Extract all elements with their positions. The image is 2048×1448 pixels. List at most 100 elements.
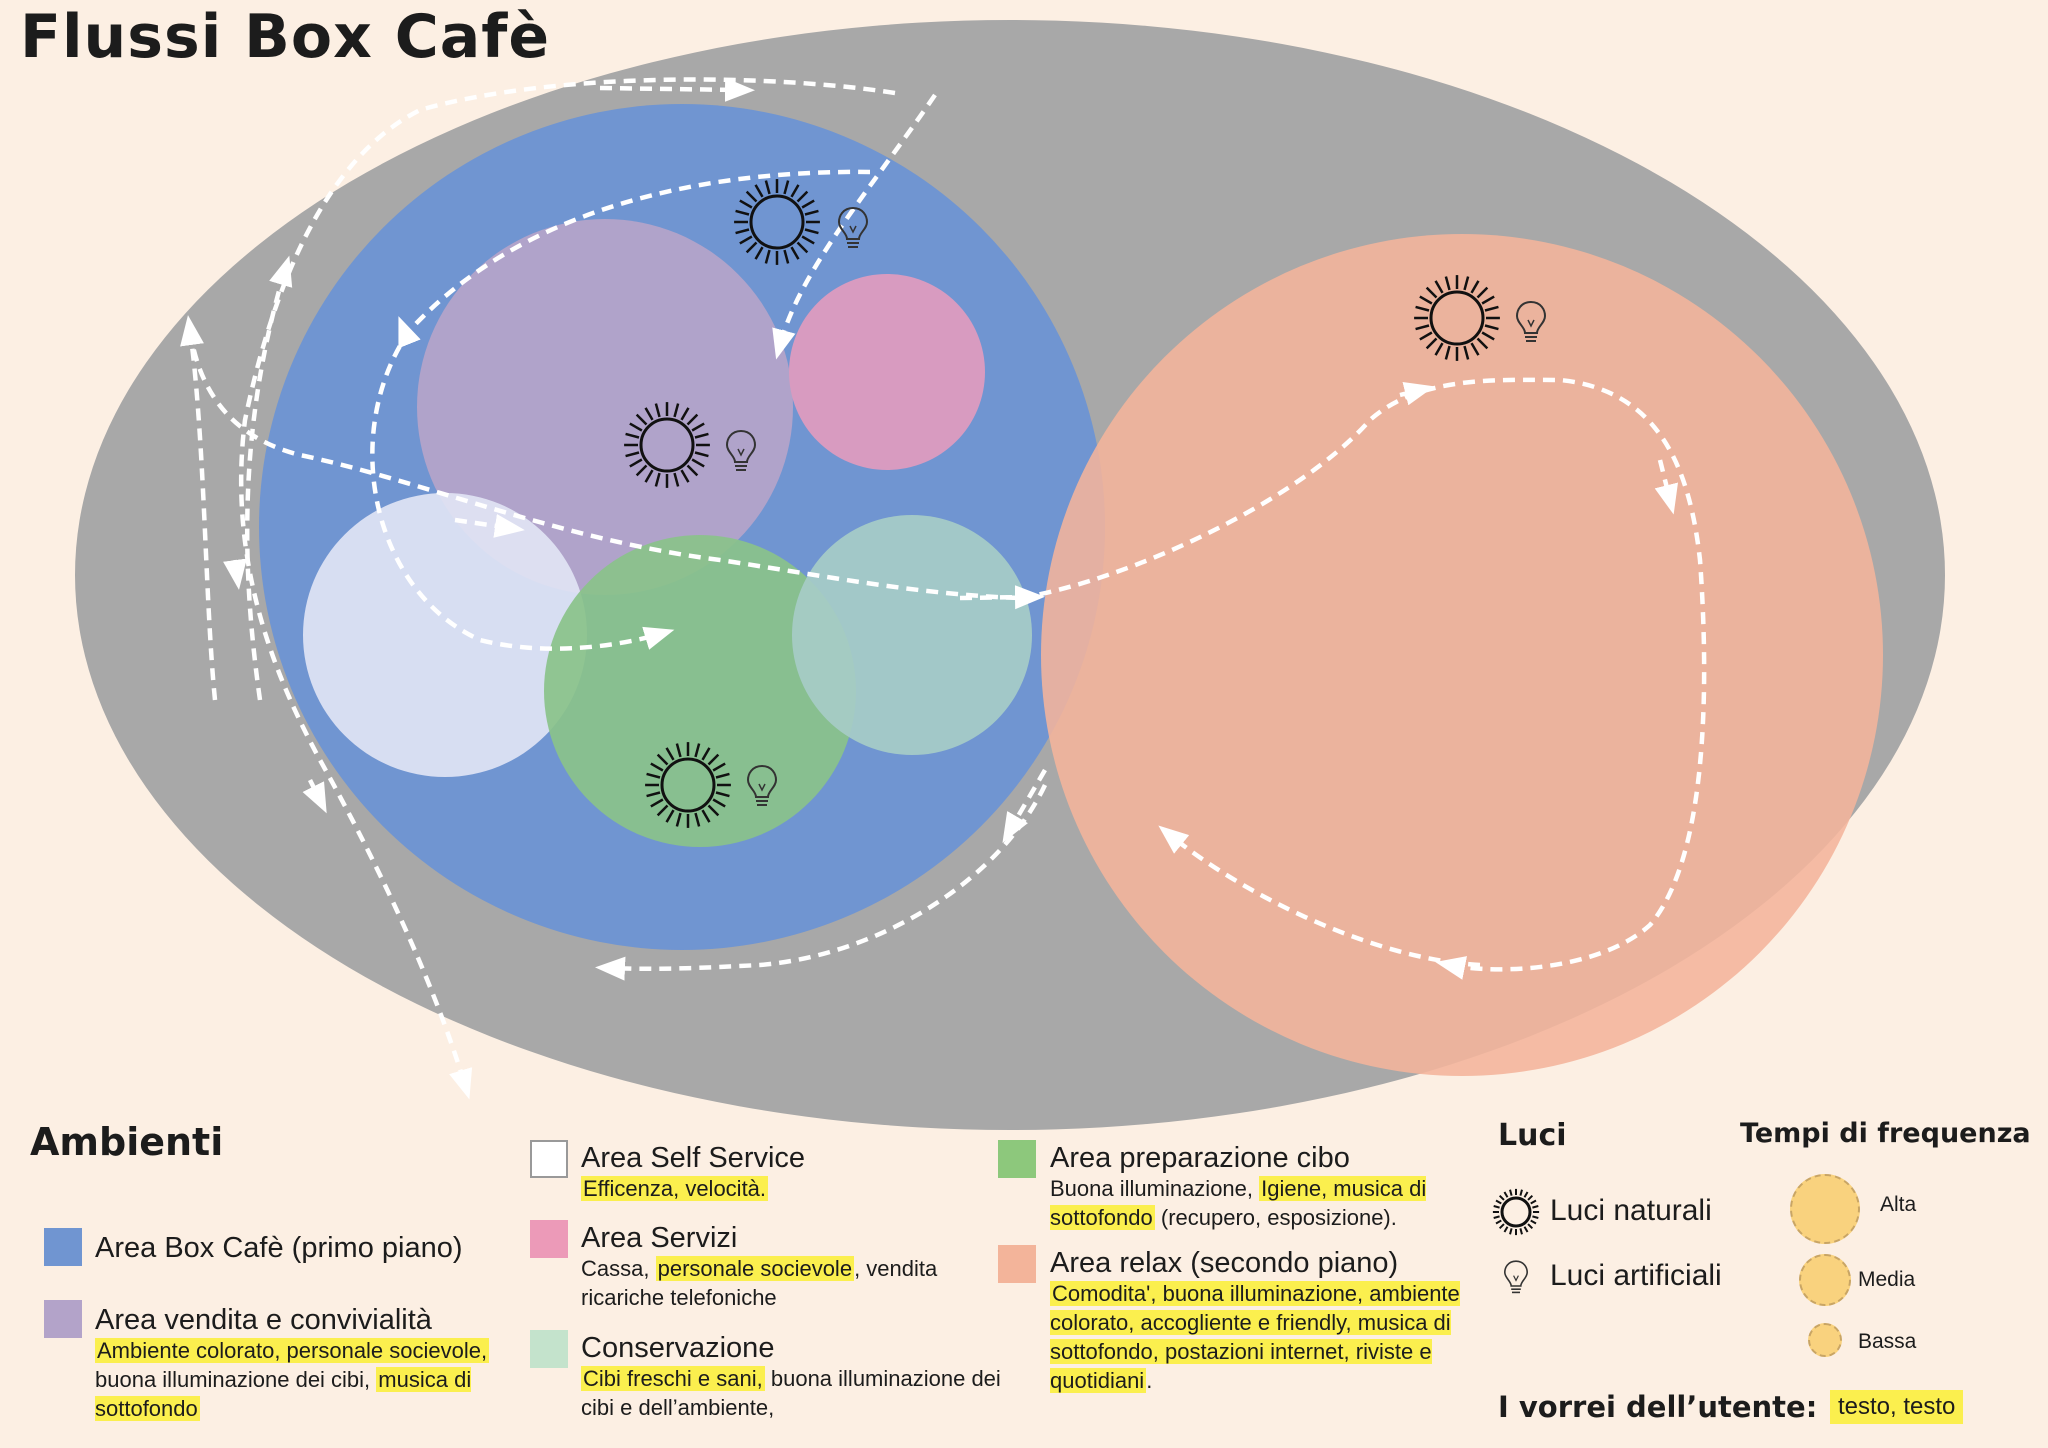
freq-bassa-label: Bassa xyxy=(1858,1330,1917,1353)
sun-ray xyxy=(650,798,664,808)
sun-ray xyxy=(764,180,771,195)
sun-ray xyxy=(739,199,753,209)
sun-ray xyxy=(625,432,640,439)
sun-ray xyxy=(1481,331,1495,341)
sun-ray xyxy=(646,772,661,779)
sun-ray xyxy=(764,249,771,264)
sun-ray xyxy=(1532,1215,1539,1219)
desc-vendita: Ambiente colorato, personale socievole, … xyxy=(95,1338,490,1421)
sun-ray xyxy=(694,743,701,758)
sun-ray xyxy=(739,235,753,245)
servizi-area xyxy=(789,274,985,470)
swatch-conservazione xyxy=(530,1330,568,1368)
sun-ray xyxy=(1493,1205,1500,1209)
sun-ray xyxy=(1495,1199,1502,1205)
label-relax: Area relax (secondo piano) xyxy=(1050,1247,1399,1279)
sun-ray xyxy=(625,451,640,458)
sun-ray xyxy=(1425,286,1438,299)
sun-icon xyxy=(1492,1188,1540,1236)
sun-ray xyxy=(1470,280,1480,294)
sun-ray xyxy=(715,772,730,779)
sun-ray xyxy=(735,228,750,235)
sun-ray xyxy=(1463,276,1470,291)
sun-ray xyxy=(715,791,730,798)
swatch-vendita xyxy=(44,1300,82,1338)
sun-ray xyxy=(1519,1228,1523,1235)
sun-ray xyxy=(673,403,680,418)
sun-ray xyxy=(673,472,680,487)
swatch-servizi xyxy=(530,1220,568,1258)
sun-icon xyxy=(1414,275,1500,361)
sun-ray xyxy=(686,464,699,477)
flow-lines xyxy=(180,77,1707,1100)
sun-ray xyxy=(783,180,790,195)
sun-ray xyxy=(644,469,654,483)
sun-ray xyxy=(694,432,709,439)
sun-ray xyxy=(1484,324,1499,331)
swatch-relax xyxy=(998,1245,1036,1283)
sun-ray xyxy=(712,798,726,808)
sun-ray xyxy=(1495,1219,1502,1225)
freq-alta-circle xyxy=(1790,1174,1860,1244)
sun-ray xyxy=(754,184,764,198)
label-preparazione: Area preparazione cibo xyxy=(1050,1142,1350,1174)
luci-artificiali-label: Luci artificiali xyxy=(1550,1259,1722,1292)
desc-relax: Comodita', buona illuminazione, ambiente… xyxy=(1050,1281,1460,1393)
sun-ray xyxy=(1493,1215,1500,1219)
lightbulb-icon xyxy=(1504,1260,1528,1294)
sun-ray xyxy=(1434,342,1444,356)
sun-ray xyxy=(790,246,800,260)
sun-ray xyxy=(1444,345,1451,360)
freq-alta-label: Alta xyxy=(1880,1193,1917,1216)
sun-ray xyxy=(1476,286,1489,299)
sun-ray xyxy=(1509,1189,1513,1196)
sun-ray xyxy=(1530,1219,1537,1225)
conservazione-area xyxy=(792,515,1032,755)
sun-ray xyxy=(1532,1205,1539,1209)
self-service-area xyxy=(303,493,587,777)
sun-ray xyxy=(801,199,815,209)
sun-ray xyxy=(790,184,800,198)
sun-ray xyxy=(1503,1191,1509,1198)
sun-ray xyxy=(1425,337,1438,350)
sun-ray xyxy=(783,249,790,264)
sun-ray xyxy=(754,246,764,260)
freq-bassa-circle xyxy=(1808,1323,1842,1357)
sun-ray xyxy=(656,804,669,817)
label-vendita: Area vendita e convivialità xyxy=(95,1304,432,1336)
desc-servizi: Cassa, personale socievole, vendita rica… xyxy=(581,1256,938,1310)
sun-icon xyxy=(645,742,731,828)
sun-ray xyxy=(1503,1226,1509,1233)
sun-ray xyxy=(694,812,701,827)
freq-media-circle xyxy=(1799,1254,1851,1306)
sun-ray xyxy=(1527,1194,1534,1201)
sun-ray xyxy=(796,241,809,254)
sun-ray xyxy=(680,407,690,421)
sun-ray xyxy=(1444,276,1451,291)
sun-ray xyxy=(745,241,758,254)
swatch-box-cafe xyxy=(44,1228,82,1266)
luci-title: Luci xyxy=(1498,1118,1567,1153)
sun-ray xyxy=(686,413,699,426)
sun-icon xyxy=(734,179,820,265)
relax-area xyxy=(1041,234,1883,1076)
sun-ray xyxy=(629,458,643,468)
sun-ray xyxy=(1498,1223,1505,1230)
vorrei-value: testo, testo xyxy=(1830,1390,1964,1424)
tempi-title: Tempi di frequenza xyxy=(1740,1118,2031,1149)
sun-ray xyxy=(654,403,661,418)
sun-ray xyxy=(735,209,750,216)
preparazione-area xyxy=(544,535,856,847)
ambienti-title: Ambienti xyxy=(30,1120,224,1164)
sun-ray xyxy=(691,458,705,468)
sun-ray xyxy=(1476,337,1489,350)
vendita-area xyxy=(417,219,793,595)
sun-ray xyxy=(656,753,669,766)
sun-ray xyxy=(712,762,726,772)
sun-ray xyxy=(1523,1191,1529,1198)
label-box-cafe: Area Box Cafè (primo piano) xyxy=(95,1232,463,1264)
sun-ray xyxy=(680,469,690,483)
sun-ray xyxy=(801,235,815,245)
sun-ray xyxy=(745,190,758,203)
